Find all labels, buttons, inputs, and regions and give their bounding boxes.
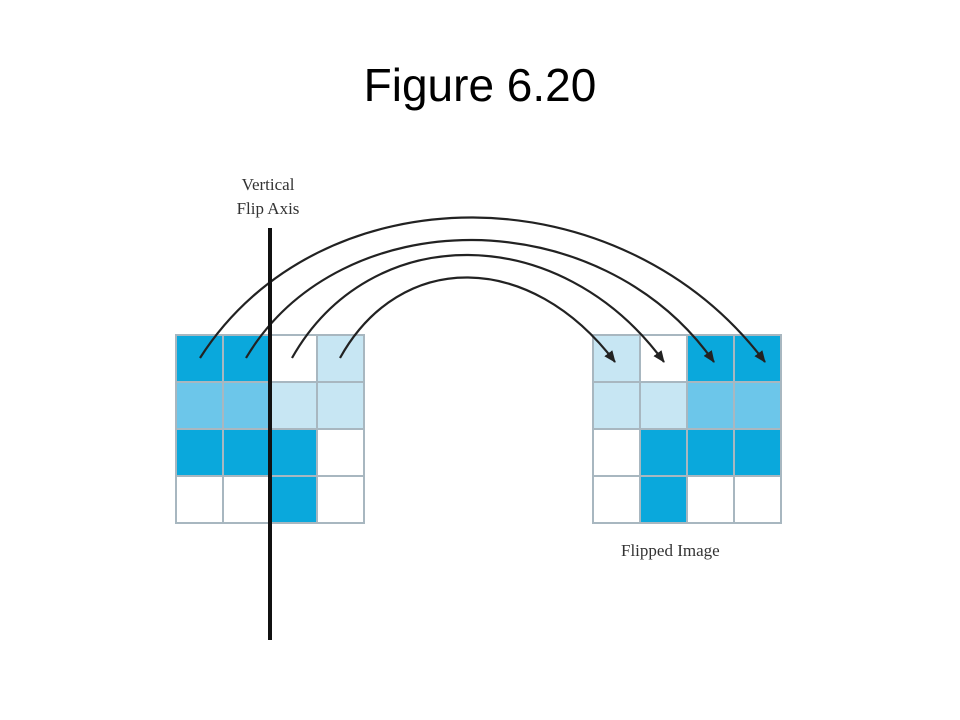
flipped-cell-r3-c3 <box>686 428 735 477</box>
original-cell-r3-c1 <box>175 428 224 477</box>
flipped-cell-r4-c1 <box>592 475 641 524</box>
flipped-cell-r4-c4 <box>733 475 782 524</box>
flipped-cell-r3-c1 <box>592 428 641 477</box>
flipped-cell-r2-c4 <box>733 381 782 430</box>
original-image-grid <box>175 334 365 524</box>
original-cell-r1-c4 <box>316 334 365 383</box>
original-cell-r1-c2 <box>222 334 271 383</box>
original-cell-r4-c3 <box>269 475 318 524</box>
flipped-image-label: Flipped Image <box>621 541 720 560</box>
flipped-cell-r2-c2 <box>639 381 688 430</box>
original-cell-r2-c1 <box>175 381 224 430</box>
original-cell-r4-c2 <box>222 475 271 524</box>
flipped-image-grid <box>592 334 782 524</box>
original-cell-r4-c4 <box>316 475 365 524</box>
flipped-cell-r1-c4 <box>733 334 782 383</box>
original-cell-r3-c4 <box>316 428 365 477</box>
flipped-cell-r3-c2 <box>639 428 688 477</box>
original-cell-r2-c4 <box>316 381 365 430</box>
flip-arrow-4 <box>339 276 616 363</box>
flip-arrow-2 <box>245 238 715 363</box>
axis-label-flip-axis: Flip Axis <box>237 199 300 218</box>
flipped-cell-r4-c3 <box>686 475 735 524</box>
original-cell-r1-c3 <box>269 334 318 383</box>
slide-title: Figure 6.20 <box>363 59 597 111</box>
flip-arrows <box>199 216 766 363</box>
axis-label-vertical: Vertical <box>242 175 295 194</box>
original-cell-r1-c1 <box>175 334 224 383</box>
original-cell-r3-c3 <box>269 428 318 477</box>
flip-arrow-3 <box>291 254 665 363</box>
flipped-cell-r4-c2 <box>639 475 688 524</box>
original-cell-r2-c2 <box>222 381 271 430</box>
flipped-cell-r1-c1 <box>592 334 641 383</box>
flipped-cell-r3-c4 <box>733 428 782 477</box>
original-cell-r4-c1 <box>175 475 224 524</box>
flipped-cell-r2-c1 <box>592 381 641 430</box>
flipped-cell-r2-c3 <box>686 381 735 430</box>
original-cell-r3-c2 <box>222 428 271 477</box>
original-cell-r2-c3 <box>269 381 318 430</box>
flip-arrow-1 <box>199 216 766 363</box>
